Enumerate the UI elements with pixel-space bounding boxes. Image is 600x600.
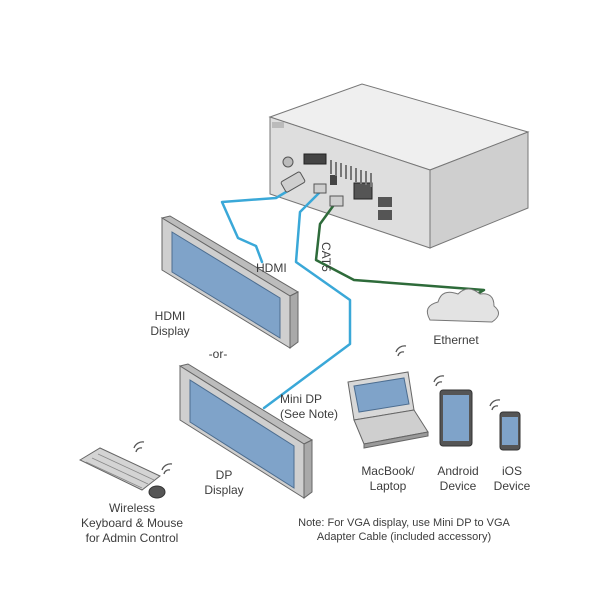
hdmi-cable — [220, 184, 298, 264]
ethernet-cloud-icon — [426, 288, 499, 323]
mini-dp-label-line1: Mini DP — [280, 392, 322, 406]
mouse-icon — [148, 485, 166, 499]
cat5-cable-label: CAT5 — [319, 242, 333, 272]
wifi-icon-android — [433, 375, 445, 387]
keyboard-label-line1: Wireless — [109, 501, 155, 515]
main-unit — [268, 83, 530, 249]
mini-dp-cable — [262, 188, 352, 410]
keyboard-label-line2: Keyboard & Mouse — [81, 516, 183, 530]
keyboard-label-line3: for Admin Control — [86, 531, 179, 545]
android-label-line1: Android — [437, 464, 478, 478]
android-tablet-icon — [439, 389, 473, 447]
hdmi-display-label-line1: HDMI — [155, 309, 186, 323]
wifi-icon-ios — [489, 399, 501, 411]
hdmi-connector — [280, 171, 306, 193]
mini-dp-label-line2: (See Note) — [280, 407, 338, 421]
hdmi-display — [160, 215, 300, 349]
ethernet-label: Ethernet — [433, 333, 479, 347]
cat5-cable — [314, 200, 486, 300]
wifi-icon-laptop — [395, 345, 407, 357]
dp-display-label-line2: Display — [204, 483, 243, 497]
mini-dp-connector — [313, 183, 327, 194]
power-button-icon — [282, 156, 294, 168]
note-line1: Note: For VGA display, use Mini DP to VG… — [298, 517, 510, 529]
cat5-connector — [329, 195, 344, 207]
mini-dp-port — [330, 175, 337, 185]
brand-plate — [272, 122, 284, 128]
dp-display — [178, 363, 314, 499]
macbook-label-line1: MacBook/ — [361, 464, 415, 478]
note-line2: Adapter Cable (included accessory) — [317, 531, 491, 543]
hdmi-port — [303, 153, 327, 165]
hdmi-display-label-line2: Display — [150, 324, 189, 338]
ios-label-line2: Device — [494, 479, 531, 493]
macbook-label-line2: Laptop — [370, 479, 407, 493]
wifi-icon-mouse — [161, 463, 173, 475]
hdmi-cable-label: HDMI — [256, 261, 287, 275]
ios-label-line1: iOS — [502, 464, 522, 478]
laptop-icon — [347, 371, 429, 449]
ios-phone-icon — [499, 411, 521, 451]
ethernet-port — [353, 182, 373, 200]
dp-display-screen — [189, 379, 295, 489]
usb-port-2 — [378, 210, 392, 220]
wifi-icon-keyboard — [133, 441, 145, 453]
dp-display-label-line1: DP — [216, 468, 233, 482]
android-label-line2: Device — [440, 479, 477, 493]
hdmi-display-screen — [171, 231, 281, 339]
keyboard-icon — [78, 447, 161, 491]
or-separator: -or- — [209, 347, 228, 361]
usb-port-1 — [378, 197, 392, 207]
